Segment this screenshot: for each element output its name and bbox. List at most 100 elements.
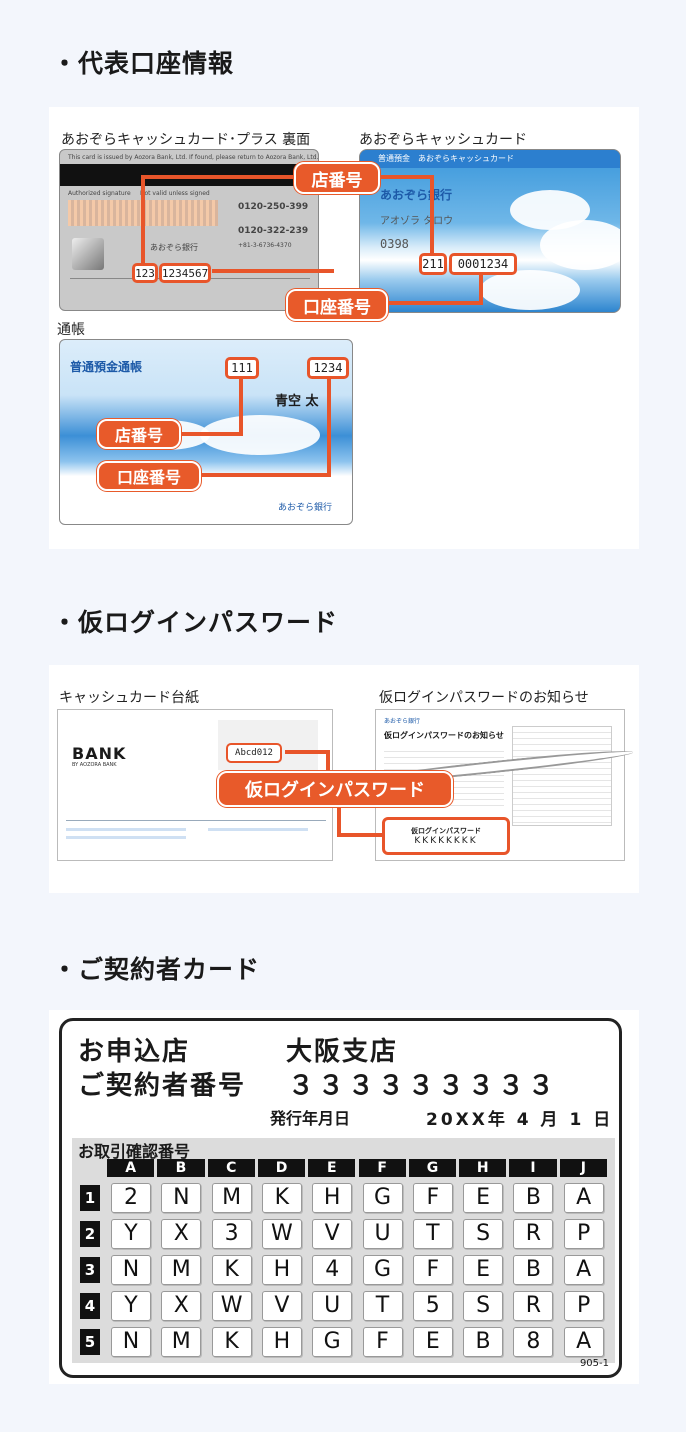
- code-cell-4-g: 5: [412, 1291, 453, 1321]
- contract-number-value: ３３３３３３３３３: [288, 1071, 559, 1101]
- code-cell-4-h: S: [463, 1291, 504, 1321]
- issue-date-value: 20XX年 4 月 1 日: [426, 1110, 614, 1130]
- card-issued-text: This card is issued by Aozora Bank, Ltd.…: [68, 154, 319, 161]
- bank-logo: BANK: [72, 744, 127, 763]
- plus-account-number: 1234567: [159, 263, 211, 283]
- bank-logo-sub: BY AOZORA BANK: [72, 762, 117, 768]
- code-cell-1-h: E: [463, 1183, 504, 1213]
- code-cell-5-i: 8: [513, 1327, 554, 1357]
- phone-2: 0120-322-239: [238, 226, 309, 236]
- badge-account-number-bottom: 口座番号: [97, 461, 201, 491]
- column-header-a: A: [107, 1159, 155, 1177]
- code-cell-1-f: G: [362, 1183, 403, 1213]
- notice-heading: 仮ログインパスワードのお知らせ: [384, 731, 504, 740]
- hologram: [72, 238, 104, 270]
- code-cell-3-h: E: [463, 1255, 504, 1285]
- code-cell-3-j: A: [563, 1255, 604, 1285]
- code-cell-2-g: T: [412, 1219, 453, 1249]
- plus-card-back: This card is issued by Aozora Bank, Ltd.…: [59, 149, 319, 311]
- code-cell-3-b: M: [161, 1255, 202, 1285]
- mount-password-sample: Abcd012: [226, 743, 282, 763]
- row-label-4: 4: [80, 1293, 100, 1319]
- code-cell-1-c: M: [211, 1183, 252, 1213]
- column-header-c: C: [207, 1159, 255, 1177]
- code-cell-2-h: S: [463, 1219, 504, 1249]
- code-cell-2-b: X: [161, 1219, 202, 1249]
- cash-card-kana-name: アオゾラ タロウ: [380, 216, 454, 227]
- code-cell-5-g: E: [412, 1327, 453, 1357]
- plus-branch-number: 123: [132, 263, 158, 283]
- notice-label: 仮ログインパスワードのお知らせ: [379, 690, 589, 706]
- code-cell-4-b: X: [161, 1291, 202, 1321]
- badge-account-number-top: 口座番号: [286, 289, 388, 321]
- contract-card: お申込店 大阪支店 ご契約者番号 ３３３３３３３３３ 発行年月日 20XX年 4…: [59, 1018, 622, 1378]
- code-cell-3-d: H: [261, 1255, 302, 1285]
- code-cell-5-c: K: [211, 1327, 252, 1357]
- passbook-branch-number: 111: [225, 357, 259, 379]
- column-header-d: D: [257, 1159, 306, 1177]
- column-header-j: J: [559, 1159, 607, 1177]
- code-cell-5-j: A: [563, 1327, 604, 1357]
- code-cell-3-e: 4: [312, 1255, 353, 1285]
- branch-value: 大阪支店: [286, 1037, 399, 1067]
- column-header-f: F: [358, 1159, 406, 1177]
- notice-box-value: KKKKKKKK: [414, 836, 478, 846]
- column-header-e: E: [308, 1159, 356, 1177]
- passbook-title: 普通預金通帳: [70, 360, 143, 374]
- not-valid-text: Not valid unless signed: [140, 190, 210, 197]
- contract-number-label: ご契約者番号: [78, 1071, 247, 1101]
- code-cell-5-b: M: [161, 1327, 202, 1357]
- notice-password-box: 仮ログインパスワード KKKKKKKK: [382, 817, 510, 855]
- code-cell-1-g: F: [412, 1183, 453, 1213]
- code-cell-1-a: 2: [111, 1183, 151, 1213]
- row-label-5: 5: [80, 1329, 100, 1355]
- cash-card-header: 普通預金 あおぞらキャッシュカード: [360, 150, 620, 168]
- column-header-g: G: [408, 1159, 457, 1177]
- code-cell-4-i: R: [513, 1291, 554, 1321]
- code-cell-4-j: P: [563, 1291, 604, 1321]
- code-cell-5-f: F: [362, 1327, 403, 1357]
- code-cell-5-d: H: [261, 1327, 302, 1357]
- notice-bank-name: あおぞら銀行: [384, 718, 421, 725]
- cash-card-label: あおぞらキャッシュカード: [359, 132, 527, 148]
- cash-card-prefix: 0398: [380, 237, 409, 251]
- code-cell-3-f: G: [362, 1255, 403, 1285]
- column-header-i: I: [509, 1159, 557, 1177]
- phone-3: +81-3-6736-4370: [238, 242, 292, 249]
- password-panel: キャッシュカード台紙 仮ログインパスワードのお知らせ BANK BY AOZOR…: [49, 665, 639, 893]
- account-info-panel: あおぞらキャッシュカード･プラス 裏面 あおぞらキャッシュカード This ca…: [49, 107, 639, 549]
- code-cell-4-c: W: [211, 1291, 252, 1321]
- notice-box-title: 仮ログインパスワード: [411, 827, 481, 835]
- passbook-label: 通帳: [57, 322, 85, 338]
- plus-bank-name: あおぞら銀行: [150, 243, 198, 252]
- code-cell-4-f: T: [362, 1291, 403, 1321]
- row-label-1: 1: [80, 1185, 100, 1211]
- code-cell-1-j: A: [563, 1183, 604, 1213]
- code-cell-2-d: W: [261, 1219, 302, 1249]
- code-cell-2-c: 3: [211, 1219, 252, 1249]
- code-cell-5-h: B: [463, 1327, 504, 1357]
- cash-card-front: 普通預金 あおぞらキャッシュカード あおぞら銀行 アオゾラ タロウ 0398: [359, 149, 621, 313]
- code-cell-1-e: H: [312, 1183, 353, 1213]
- cash-account-number: 0001234: [449, 253, 517, 275]
- code-cell-5-e: G: [312, 1327, 353, 1357]
- row-label-2: 2: [80, 1221, 100, 1247]
- code-cell-4-a: Y: [111, 1291, 151, 1321]
- code-cell-2-j: P: [563, 1219, 604, 1249]
- code-cell-1-d: K: [261, 1183, 302, 1213]
- code-cell-3-g: F: [412, 1255, 453, 1285]
- badge-branch-number-bottom: 店番号: [97, 419, 181, 449]
- mount-label: キャッシュカード台紙: [59, 690, 199, 706]
- code-cell-4-d: V: [261, 1291, 302, 1321]
- badge-branch-number-top: 店番号: [294, 162, 380, 194]
- code-cell-3-c: K: [211, 1255, 252, 1285]
- section-title-contract: ・ご契約者カード: [52, 955, 261, 984]
- passbook-holder: 青空 太: [275, 394, 319, 409]
- section-title-account: ・代表口座情報: [52, 49, 235, 78]
- passbook-bank-name: あおぞら銀行: [278, 503, 333, 513]
- cash-branch-number: 211: [419, 253, 447, 275]
- code-cell-5-a: N: [111, 1327, 151, 1357]
- code-cell-2-a: Y: [111, 1219, 151, 1249]
- code-cell-2-f: U: [362, 1219, 403, 1249]
- code-cell-3-a: N: [111, 1255, 151, 1285]
